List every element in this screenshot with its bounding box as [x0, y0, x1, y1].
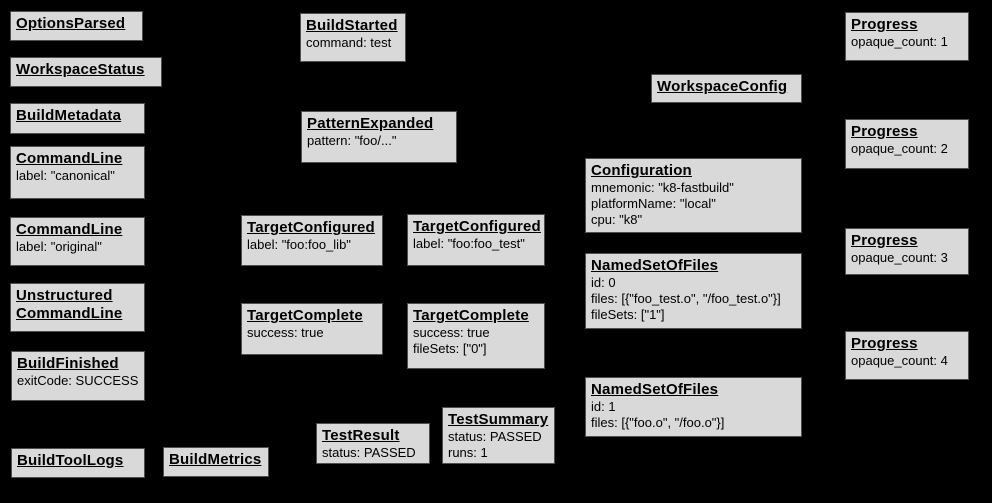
event-box-target-configured-test: TargetConfigured label: "foo:foo_test"	[407, 214, 545, 266]
event-title: BuildFinished	[17, 355, 119, 372]
event-box-workspace-config: WorkspaceConfig	[651, 74, 802, 103]
event-title: BuildMetadata	[16, 107, 122, 124]
event-title: Progress	[851, 16, 918, 33]
event-field: status: PASSED	[448, 429, 542, 444]
event-title: CommandLine	[16, 150, 123, 167]
event-box-options-parsed: OptionsParsed	[10, 11, 143, 41]
event-title: WorkspaceConfig	[657, 78, 788, 95]
event-field: id: 1	[591, 399, 616, 414]
event-box-build-started: BuildStarted command: test	[300, 13, 406, 62]
event-field: exitCode: SUCCESS	[17, 373, 139, 388]
event-title: Progress	[851, 232, 918, 249]
event-title: BuildToolLogs	[17, 452, 124, 469]
event-field: label: "canonical"	[16, 168, 115, 183]
event-field: command: test	[306, 35, 392, 50]
event-field: opaque_count: 1	[851, 34, 948, 49]
event-field: success: true	[413, 325, 490, 340]
event-title: BuildMetrics	[169, 451, 262, 468]
event-box-progress-2: Progress opaque_count: 2	[845, 119, 969, 169]
event-field: opaque_count: 2	[851, 141, 948, 156]
event-box-progress-3: Progress opaque_count: 3	[845, 228, 969, 275]
event-title: Progress	[851, 335, 918, 352]
event-field: status: PASSED	[322, 445, 416, 460]
event-field: pattern: "foo/..."	[307, 133, 397, 148]
event-box-unstructured-command-line: Unstructured CommandLine	[10, 283, 145, 332]
event-field: runs: 1	[448, 445, 488, 460]
event-box-workspace-status: WorkspaceStatus	[10, 57, 162, 87]
event-field: mnemonic: "k8-fastbuild"	[591, 180, 734, 195]
event-title: TestResult	[322, 427, 400, 444]
event-field: cpu: "k8"	[591, 212, 643, 227]
event-box-progress-4: Progress opaque_count: 4	[845, 331, 969, 380]
event-field: fileSets: ["1"]	[591, 307, 665, 322]
event-title: OptionsParsed	[16, 15, 126, 32]
event-field: label: "foo:foo_test"	[413, 236, 525, 251]
event-field: opaque_count: 3	[851, 250, 948, 265]
event-box-build-finished: BuildFinished exitCode: SUCCESS	[11, 351, 145, 401]
event-field: platformName: "local"	[591, 196, 716, 211]
event-field: opaque_count: 4	[851, 353, 948, 368]
event-box-build-metadata: BuildMetadata	[10, 103, 145, 134]
event-title: TargetComplete	[247, 307, 363, 324]
event-field: files: [{"foo.o", "/foo.o"}]	[591, 415, 725, 430]
event-box-target-complete-test: TargetComplete success: true fileSets: […	[407, 303, 545, 369]
event-box-target-configured-lib: TargetConfigured label: "foo:foo_lib"	[241, 215, 383, 266]
event-title: TargetConfigured	[413, 218, 541, 235]
event-box-test-summary: TestSummary status: PASSED runs: 1	[442, 407, 555, 464]
event-field: files: [{"foo_test.o", "/foo_test.o"}]	[591, 291, 781, 306]
event-box-build-tool-logs: BuildToolLogs	[11, 448, 145, 478]
event-title: TestSummary	[448, 411, 549, 428]
event-box-named-set-of-files-0: NamedSetOfFiles id: 0 files: [{"foo_test…	[585, 253, 802, 329]
event-field: fileSets: ["0"]	[413, 341, 487, 356]
event-field: success: true	[247, 325, 324, 340]
event-title: PatternExpanded	[307, 115, 434, 132]
event-box-pattern-expanded: PatternExpanded pattern: "foo/..."	[301, 111, 457, 163]
event-title: NamedSetOfFiles	[591, 381, 719, 398]
event-box-named-set-of-files-1: NamedSetOfFiles id: 1 files: [{"foo.o", …	[585, 377, 802, 437]
event-box-configuration: Configuration mnemonic: "k8-fastbuild" p…	[585, 158, 802, 233]
event-title: NamedSetOfFiles	[591, 257, 719, 274]
event-title: TargetComplete	[413, 307, 529, 324]
event-title: WorkspaceStatus	[16, 61, 145, 78]
event-title: TargetConfigured	[247, 219, 375, 236]
event-field: label: "foo:foo_lib"	[247, 237, 351, 252]
event-box-command-line-canonical: CommandLine label: "canonical"	[10, 146, 145, 199]
event-box-command-line-original: CommandLine label: "original"	[10, 217, 145, 266]
event-field: id: 0	[591, 275, 616, 290]
event-title: Progress	[851, 123, 918, 140]
event-box-test-result: TestResult status: PASSED	[316, 423, 430, 464]
event-title: Unstructured CommandLine	[16, 287, 123, 322]
event-box-target-complete-lib: TargetComplete success: true	[241, 303, 383, 355]
event-box-progress-1: Progress opaque_count: 1	[845, 12, 969, 61]
event-title: BuildStarted	[306, 17, 398, 34]
event-field: label: "original"	[16, 239, 102, 254]
event-title: CommandLine	[16, 221, 123, 238]
event-box-build-metrics: BuildMetrics	[163, 447, 269, 477]
event-title: Configuration	[591, 162, 692, 179]
